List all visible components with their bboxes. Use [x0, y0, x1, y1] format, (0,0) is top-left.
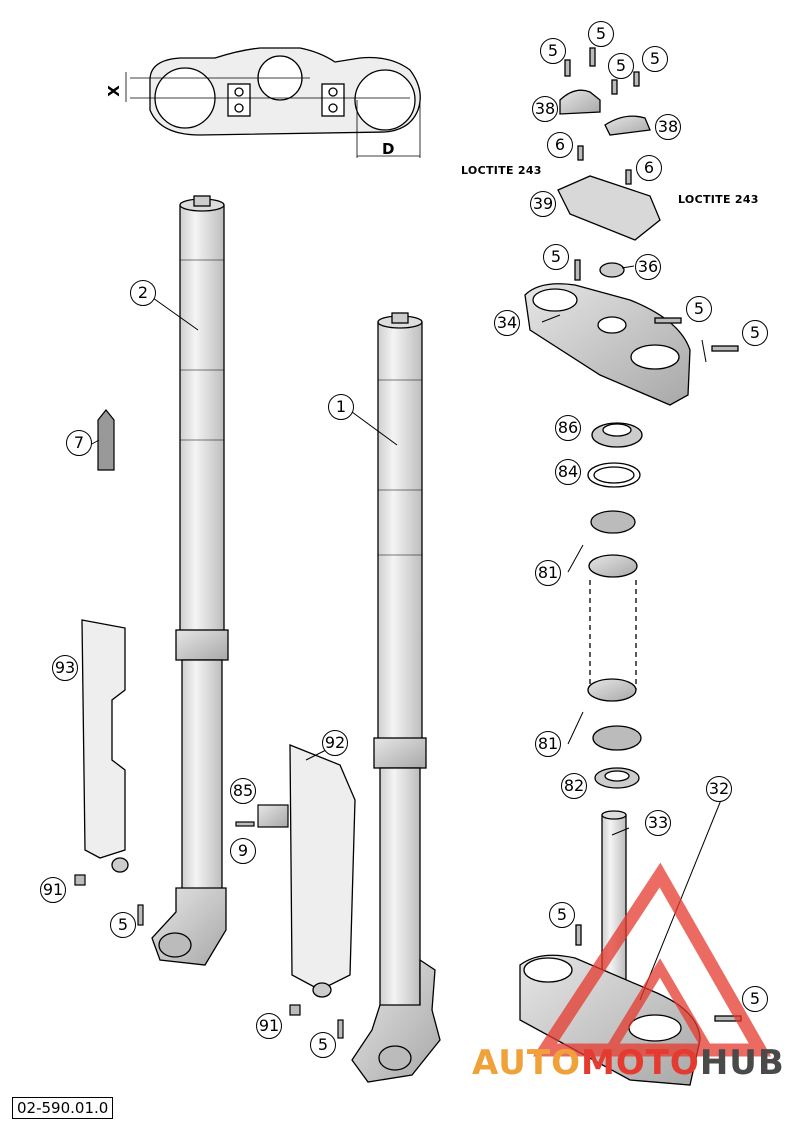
callout-39: 39	[530, 191, 556, 217]
callout-5: 5	[310, 1032, 336, 1058]
callout-91: 91	[256, 1013, 282, 1039]
callout-84: 84	[555, 459, 581, 485]
fork-guard-left	[81, 619, 129, 873]
bearings-and-seals	[587, 422, 643, 789]
callout-91: 91	[40, 877, 66, 903]
callout-5: 5	[110, 912, 136, 938]
callout-2: 2	[130, 280, 156, 306]
callout-6: 6	[547, 132, 573, 158]
fork-leg-right	[351, 312, 441, 1083]
callout-5: 5	[686, 296, 712, 322]
dimension-x-label: X	[104, 85, 123, 97]
loctite-label-right: LOCTITE 243	[678, 193, 759, 206]
dimension-d-label: D	[382, 140, 395, 158]
document-number: 02-590.01.0	[12, 1097, 114, 1119]
callout-7: 7	[66, 430, 92, 456]
callout-36: 36	[635, 254, 661, 280]
watermark-part-1: AUTO	[472, 1043, 581, 1083]
loctite-label-left: LOCTITE 243	[461, 164, 542, 177]
fork-leg-left	[151, 195, 229, 966]
callout-38: 38	[532, 96, 558, 122]
callout-34: 34	[494, 310, 520, 336]
watermark-text: AUTOMOTOHUB	[472, 1043, 785, 1083]
callout-38: 38	[655, 114, 681, 140]
callout-6: 6	[636, 155, 662, 181]
callout-81: 81	[535, 560, 561, 586]
callout-5: 5	[549, 902, 575, 928]
callout-81: 81	[535, 731, 561, 757]
callout-85: 85	[230, 778, 256, 804]
watermark-part-2: MOTO	[580, 1043, 700, 1083]
callout-1: 1	[328, 394, 354, 420]
callout-86: 86	[555, 415, 581, 441]
fork-guard-right	[289, 744, 356, 998]
callout-5: 5	[608, 53, 634, 79]
callout-5: 5	[543, 244, 569, 270]
callout-9: 9	[230, 838, 256, 864]
callout-5: 5	[588, 21, 614, 47]
callout-82: 82	[561, 773, 587, 799]
upper-triple-clamp	[524, 259, 739, 406]
watermark-part-3: HUB	[699, 1043, 785, 1083]
callout-5: 5	[742, 320, 768, 346]
callout-5: 5	[642, 46, 668, 72]
callout-5: 5	[742, 986, 768, 1012]
callout-92: 92	[322, 730, 348, 756]
handlebar-clamps	[557, 47, 661, 241]
callout-93: 93	[52, 655, 78, 681]
watermark-logo	[532, 862, 772, 1057]
small-parts	[74, 409, 344, 1039]
callout-33: 33	[645, 810, 671, 836]
callout-5: 5	[540, 38, 566, 64]
callout-32: 32	[706, 776, 732, 802]
top-clamp-dimension-view	[125, 47, 421, 158]
